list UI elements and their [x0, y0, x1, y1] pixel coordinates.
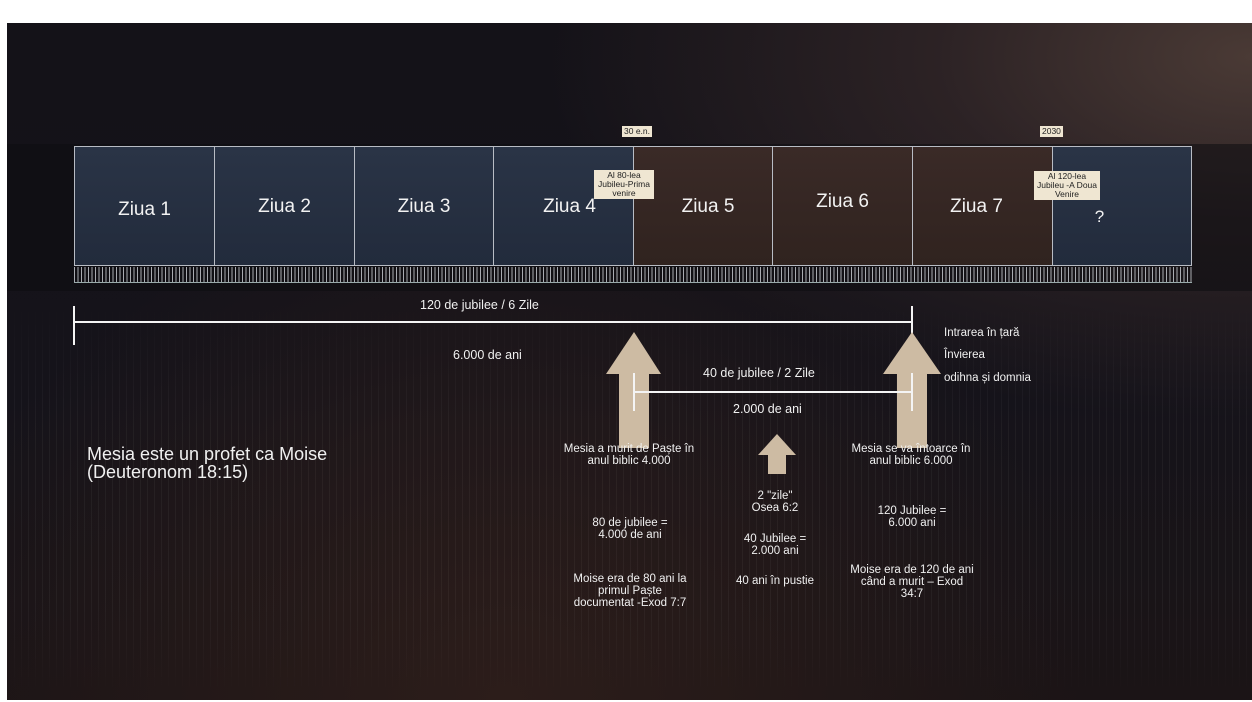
arrow-two-days — [758, 434, 796, 474]
left-moses-text: Moise era de 80 ani la primul Paște docu… — [573, 573, 687, 609]
long-span-bottom: 6.000 de ani — [453, 348, 522, 362]
left-jubilee-text: 80 de jubilee = 4.000 de ani — [592, 517, 668, 541]
short-span-bottom: 2.000 de ani — [733, 402, 802, 416]
day-cell-6: Ziua 6 — [772, 146, 913, 266]
marker-year-30: 30 e.n. — [622, 126, 652, 137]
prophet-line-2: (Deuteronom 18:15) — [87, 462, 249, 482]
day-label: Ziua 6 — [816, 191, 869, 212]
long-span-top: 120 de jubilee / 6 Zile — [420, 298, 539, 312]
right-arrow-caption: Mesia se va întoarce în anul biblic 6.00… — [851, 443, 971, 467]
day-cell-7: Ziua 7 — [912, 146, 1053, 266]
marker-label-80: Al 80-lea Jubileu-Prima venire — [594, 170, 654, 199]
mid-desert-text: 40 ani în pustie — [735, 575, 814, 587]
mid-days-text: 2 "zile" Osea 6:2 — [751, 490, 799, 514]
day-label: Ziua 5 — [681, 196, 735, 217]
day-cell-4: Ziua 4 — [493, 146, 634, 266]
day-cell-2: Ziua 2 — [214, 146, 355, 266]
short-span-top: 40 de jubilee / 2 Zile — [703, 366, 815, 380]
year-ticks — [74, 267, 1192, 283]
note-rest-reign: odihna și domnia — [944, 372, 1031, 384]
note-entering-land: Intrarea în țară — [944, 327, 1020, 339]
marker-year-2030: 2030 — [1040, 126, 1063, 137]
mid-jubilee-text: 40 Jubilee = 2.000 ani — [743, 533, 807, 557]
right-moses-text: Moise era de 120 de ani când a murit – E… — [850, 564, 974, 600]
right-jubilee-text: 120 Jubilee = 6.000 ani — [877, 505, 947, 529]
tick-baseline — [74, 282, 1192, 283]
day-cell-1: Ziua 1 — [74, 146, 215, 266]
day-label: Ziua 4 — [543, 196, 596, 217]
marker-label-120: Al 120-lea Jubileu -A Doua Venire — [1034, 171, 1100, 200]
note-resurrection: Învierea — [944, 349, 985, 361]
day-label: Ziua 1 — [118, 199, 171, 220]
day-label: Ziua 7 — [950, 196, 1003, 217]
span-graphics — [73, 306, 941, 474]
timeline-slide: Ziua 1 Ziua 2 Ziua 3 Ziua 4 Ziua 5 Ziua … — [7, 23, 1252, 700]
day-label: Ziua 2 — [258, 196, 311, 217]
day-cell-3: Ziua 3 — [354, 146, 494, 266]
day-label-extra: ? — [1094, 207, 1105, 226]
day-label: Ziua 3 — [397, 196, 451, 217]
left-arrow-caption: Mesia a murit de Paște în anul biblic 4.… — [563, 443, 695, 467]
prophet-line-1: Mesia este un profet ca Moise — [87, 444, 328, 464]
day-cell-extra: ? — [1052, 146, 1192, 266]
